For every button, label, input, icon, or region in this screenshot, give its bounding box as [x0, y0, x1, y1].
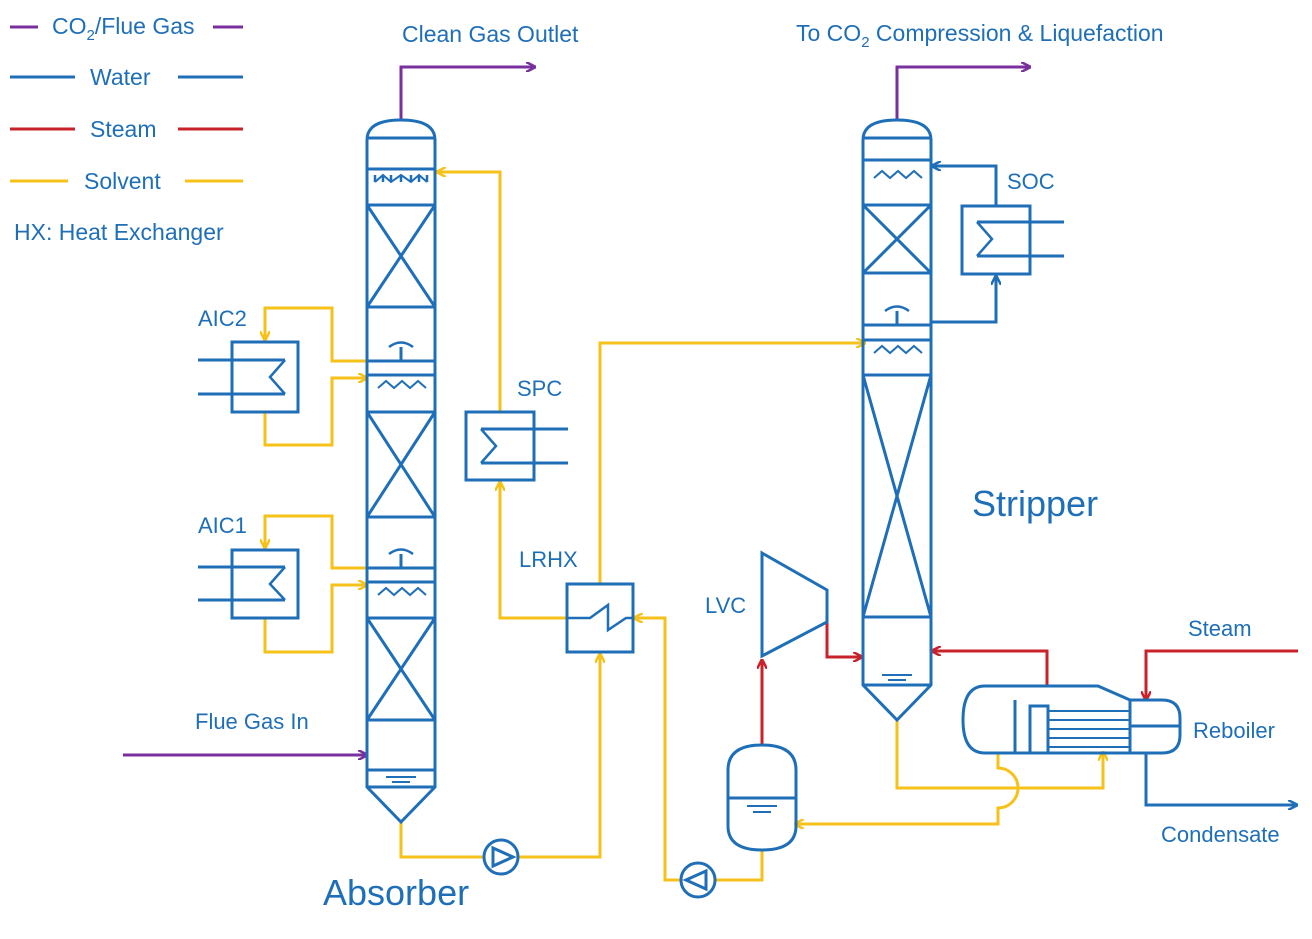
stripper-bottom-to-reboiler-line [895, 720, 1103, 790]
rich-solvent-to-lrhx-line [518, 654, 600, 859]
legend-water-label: Water [90, 64, 151, 90]
lrhx-heat-exchanger [565, 582, 635, 654]
lvc-to-stripper-line [825, 622, 862, 657]
aic2-return-line [263, 378, 367, 447]
soc-reflux-line [932, 166, 998, 206]
aic1-label: AIC1 [198, 513, 247, 538]
legend-water: Water [10, 64, 243, 90]
legend-co2-flue-gas: CO2/Flue Gas [10, 13, 243, 44]
flash-drum [726, 743, 798, 852]
absorber-label: Absorber [323, 872, 469, 913]
rich-solvent-pump [482, 838, 520, 876]
stripper-to-soc-line [932, 276, 996, 324]
diagram-labels: Clean Gas Outlet To CO2 Compression & Li… [195, 20, 1280, 913]
steam-supply-line [1146, 649, 1298, 700]
svg-text:CO2/Flue Gas: CO2/Flue Gas [52, 13, 195, 44]
reboiler-to-flash-drum-line [795, 752, 1020, 824]
lvc-compressor [760, 550, 829, 659]
legend: CO2/Flue Gas Water Steam Solvent HX: Hea… [10, 13, 243, 245]
soc-label: SOC [1007, 169, 1055, 194]
flue-gas-in-label: Flue Gas In [195, 709, 309, 734]
legend-co2-subscript: 2 [87, 27, 95, 44]
stripper-label: Stripper [972, 483, 1098, 524]
condensate-line [1144, 753, 1297, 805]
co2-compression-label: To CO2 Compression & Liquefaction [796, 20, 1164, 51]
clean-gas-outlet-label: Clean Gas Outlet [402, 21, 579, 47]
reboiler-label: Reboiler [1193, 718, 1275, 743]
streams [123, 67, 1298, 882]
absorber-bottom-to-pump-line [399, 822, 484, 859]
aic2-feed-line [265, 306, 367, 363]
lvc-label: LVC [705, 593, 746, 618]
reboiler-vapor-to-stripper-line [932, 651, 1049, 686]
legend-solvent-label: Solvent [84, 168, 161, 194]
flash-drum-to-pump-line [715, 850, 764, 882]
steam-label: Steam [1188, 616, 1252, 641]
spc-label: SPC [517, 376, 562, 401]
legend-steam: Steam [10, 116, 243, 142]
lrhx-label: LRHX [519, 547, 578, 572]
spc-to-absorber-top-line [437, 172, 502, 413]
aic1-heat-exchanger [198, 548, 300, 620]
aic1-return-line [263, 585, 367, 654]
legend-steam-label: Steam [90, 116, 156, 142]
legend-solvent: Solvent [10, 168, 243, 194]
lean-solvent-pump [679, 861, 717, 899]
rich-solvent-to-stripper-line [598, 343, 865, 585]
aic2-heat-exchanger [198, 340, 300, 414]
reboiler [961, 684, 1182, 755]
aic2-label: AIC2 [198, 306, 247, 331]
legend-hx-note: HX: Heat Exchanger [14, 219, 224, 245]
absorber-column [365, 118, 437, 825]
lean-solvent-to-spc-line [500, 482, 567, 620]
lean-pump-to-lrhx-line [634, 618, 681, 882]
spc-heat-exchanger [464, 410, 568, 482]
aic1-feed-line [265, 514, 367, 570]
legend-co2-text: CO [52, 13, 87, 39]
condensate-label: Condensate [1161, 822, 1280, 847]
clean-gas-outlet-line [399, 67, 535, 120]
co2-outlet-line [895, 67, 1030, 120]
soc-heat-exchanger [960, 204, 1064, 276]
stripper-column [861, 118, 933, 723]
legend-flue-gas-text: /Flue Gas [95, 13, 195, 39]
